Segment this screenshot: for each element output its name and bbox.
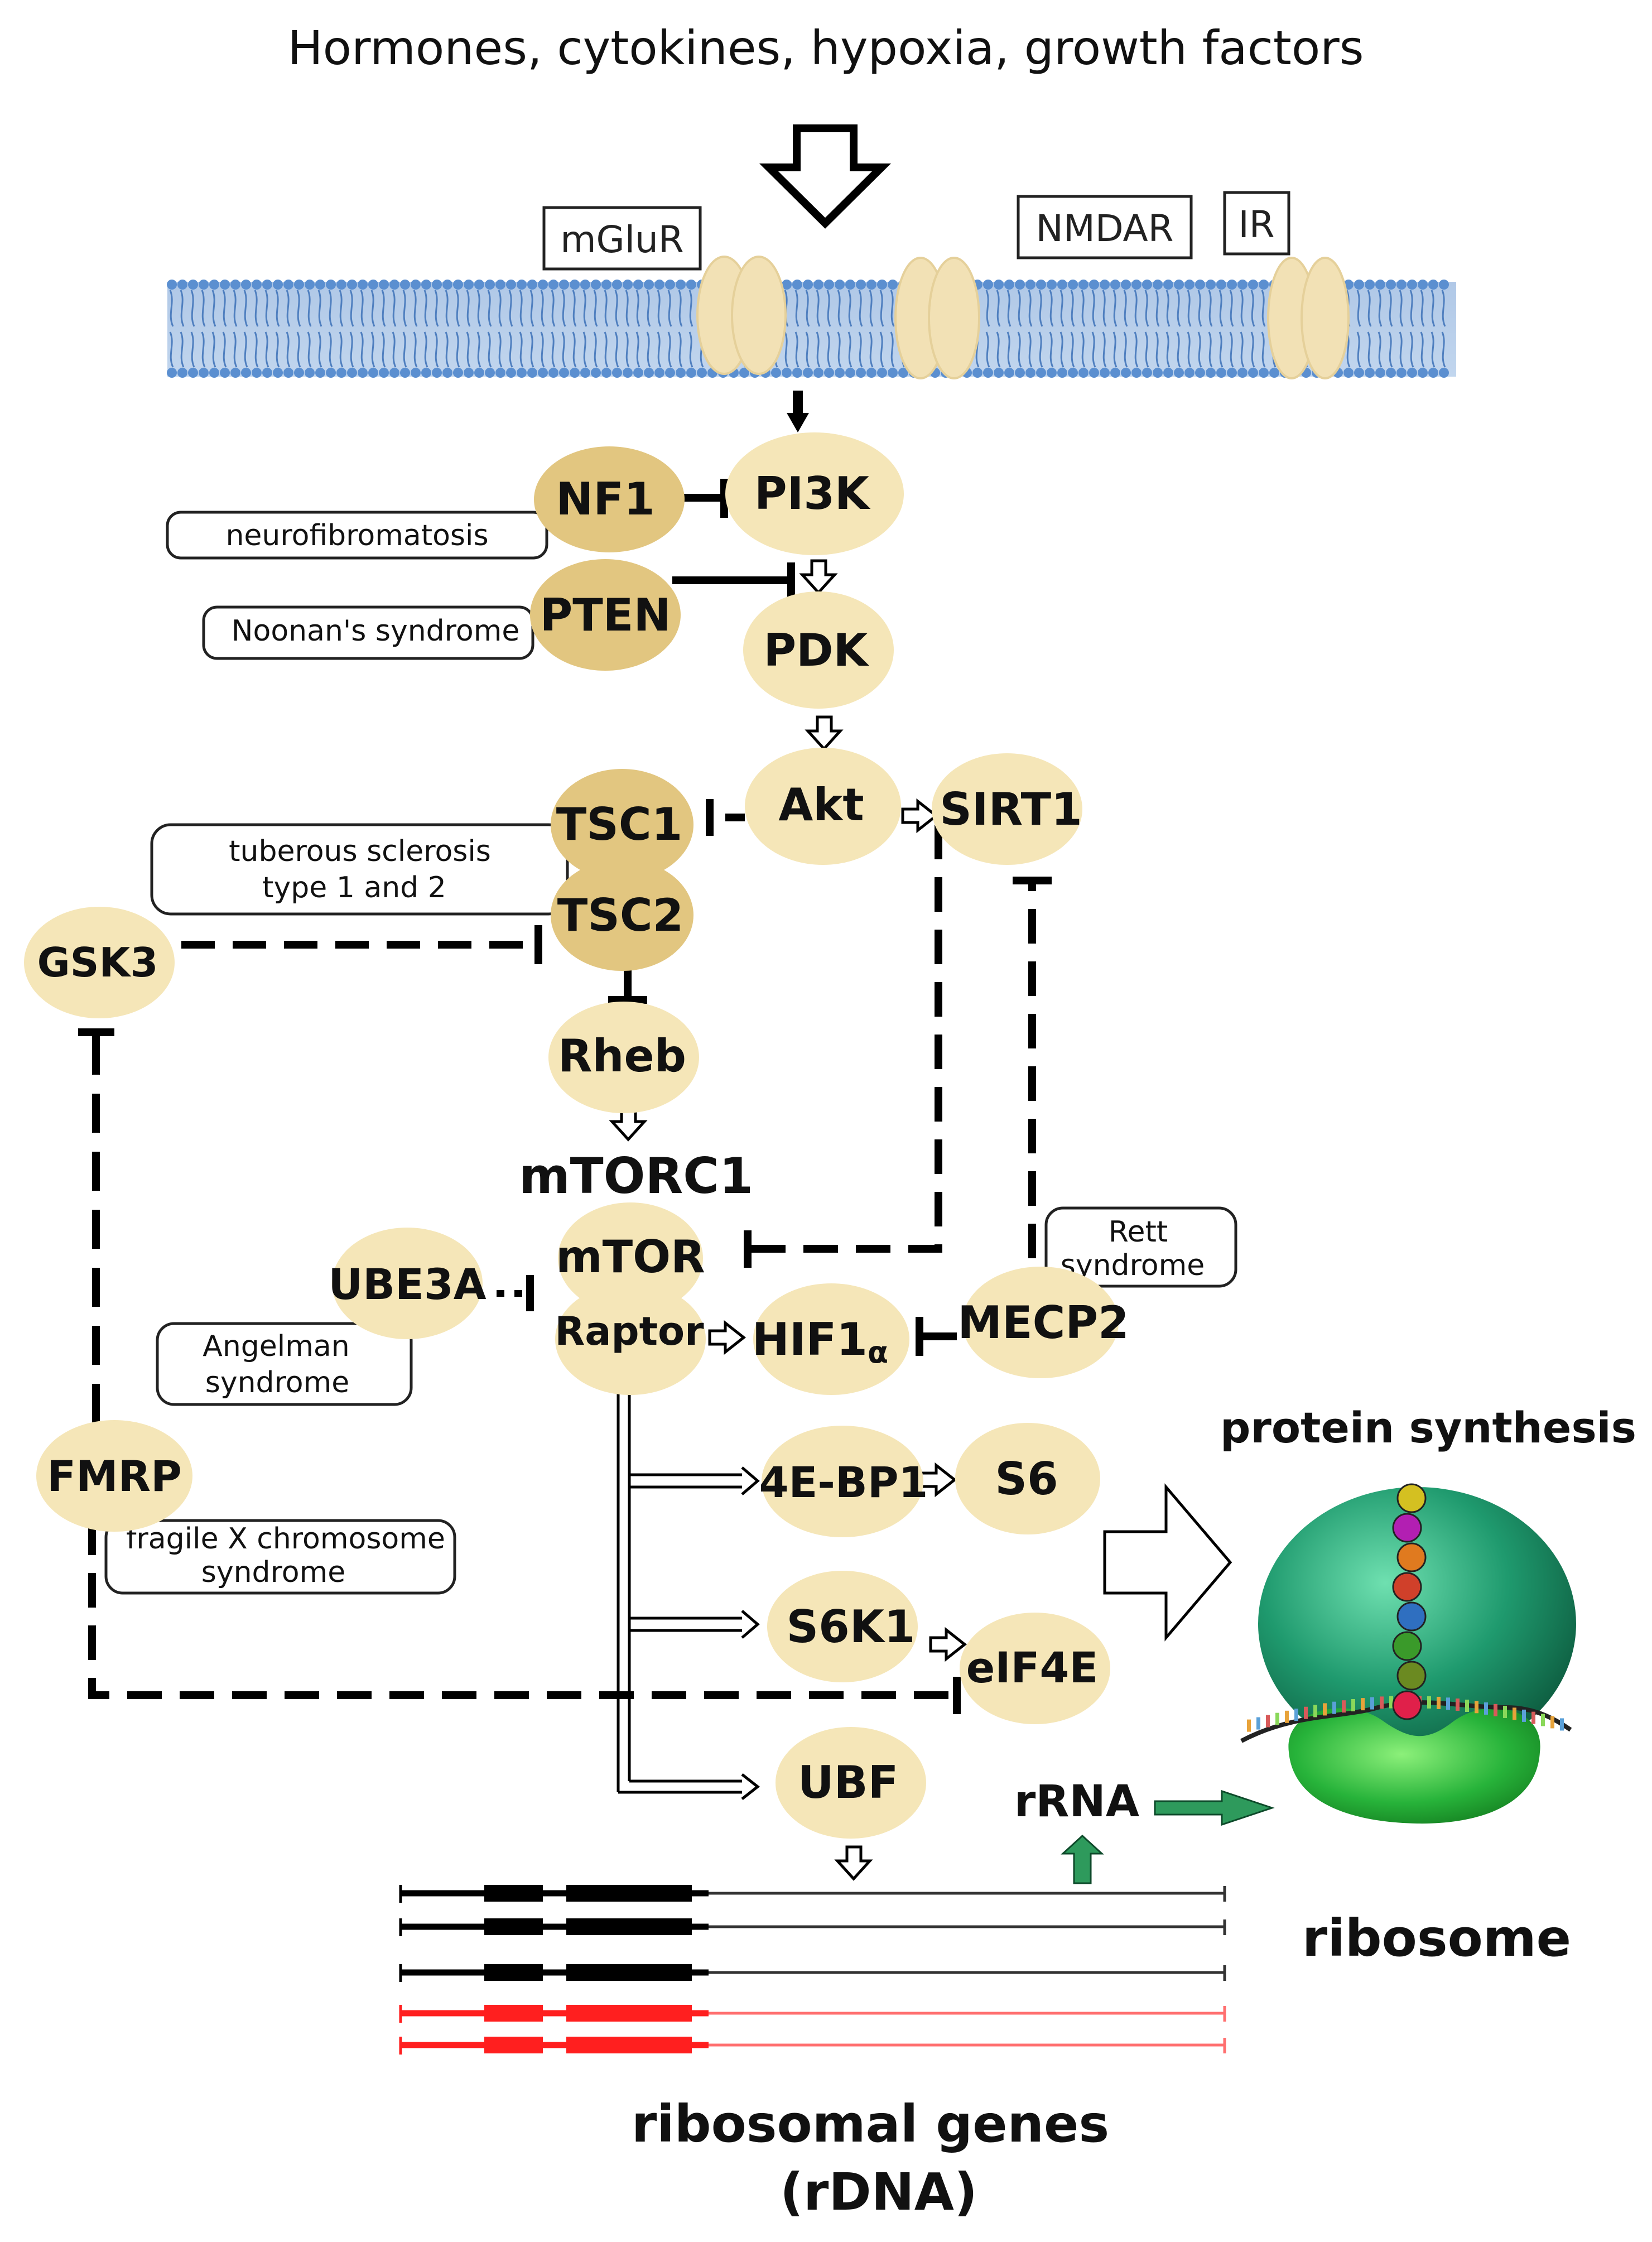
node-pten: PTEN <box>530 559 681 671</box>
svg-text:Rheb: Rheb <box>558 1030 686 1082</box>
svg-text:TSC2: TSC2 <box>557 889 684 941</box>
disease-angelman: Angelman syndrome <box>156 1322 413 1406</box>
cell-membrane <box>167 280 1456 378</box>
node-mtor: mTOR <box>556 1202 705 1314</box>
svg-text:Angelman: Angelman <box>203 1330 349 1363</box>
node-raptor: Raptor <box>555 1283 706 1395</box>
signals-title: Hormones, cytokines, hypoxia, growth fac… <box>287 21 1364 75</box>
svg-text:S6K1: S6K1 <box>787 1601 916 1653</box>
node-tsc1: TSC1 <box>551 769 693 881</box>
node-4ebp1: 4E-BP1 <box>759 1426 928 1537</box>
svg-text:neurofibromatosis: neurofibromatosis <box>225 519 488 552</box>
node-fmrp: FMRP <box>36 1420 192 1532</box>
protein-synthesis-label: protein synthesis <box>1220 1403 1636 1452</box>
node-ubf: UBF <box>776 1727 926 1839</box>
rrna-to-ribosome-arrow <box>1154 1789 1275 1826</box>
svg-text:TSC1: TSC1 <box>556 798 683 850</box>
rdna-label-line1: ribosomal genes <box>632 2094 1109 2154</box>
node-akt: Akt <box>745 748 901 865</box>
svg-text:PDK: PDK <box>763 624 869 676</box>
svg-text:PI3K: PI3K <box>754 468 871 519</box>
channel-protein-3 <box>1267 257 1350 379</box>
svg-text:HIF1α: HIF1α <box>752 1314 888 1370</box>
rrna-label: rRNA <box>1014 1777 1139 1827</box>
rdna-gene-3 <box>399 1964 1226 1982</box>
disease-noonan: Noonan's syndrome <box>202 605 534 660</box>
svg-text:UBE3A: UBE3A <box>328 1259 486 1309</box>
rdna-genes <box>399 1885 1226 2055</box>
disease-neurofibromatosis: neurofibromatosis <box>166 511 548 560</box>
node-tsc2: TSC2 <box>551 859 693 971</box>
svg-text:S6: S6 <box>995 1453 1058 1505</box>
node-rheb: Rheb <box>548 1002 699 1113</box>
rdna-gene-5-active <box>399 2037 1226 2055</box>
node-s6k1: S6K1 <box>767 1571 918 1682</box>
svg-text:4E-BP1: 4E-BP1 <box>759 1457 928 1507</box>
svg-text:Raptor: Raptor <box>555 1308 704 1354</box>
channel-protein-2 <box>894 257 980 379</box>
svg-text:MECP2: MECP2 <box>957 1297 1129 1349</box>
node-hif1a: HIF1α <box>752 1283 909 1395</box>
disease-fragile-x: fragile X chromosome syndrome <box>104 1519 456 1595</box>
mrna-strand <box>1240 1700 1572 1743</box>
node-mecp2: MECP2 <box>957 1267 1129 1378</box>
node-s6: S6 <box>955 1423 1100 1534</box>
svg-text:eIF4E: eIF4E <box>966 1643 1099 1692</box>
svg-text:type 1 and 2: type 1 and 2 <box>262 871 446 905</box>
receptor-nmdar: NMDAR <box>1017 195 1193 259</box>
signal-arrow <box>759 124 892 229</box>
channel-protein-1 <box>696 256 787 375</box>
svg-text:tuberous sclerosis: tuberous sclerosis <box>229 835 491 868</box>
svg-text:IR: IR <box>1238 203 1274 246</box>
rrna-up-arrow <box>1061 1834 1104 1884</box>
node-pi3k: PI3K <box>725 432 904 555</box>
node-pdk: PDK <box>743 591 894 709</box>
node-eif4e: eIF4E <box>960 1613 1110 1724</box>
node-nf1: NF1 <box>534 446 685 552</box>
rdna-label-line2: (rDNA) <box>780 2162 977 2222</box>
small-hollow-arrows <box>609 559 967 1881</box>
svg-text:GSK3: GSK3 <box>37 939 158 986</box>
ribosome-small-subunit <box>1288 1708 1540 1824</box>
rdna-gene-2 <box>399 1918 1226 1936</box>
svg-text:Noonan's syndrome: Noonan's syndrome <box>232 614 520 648</box>
node-sirt1: SIRT1 <box>932 753 1082 865</box>
pathway-connectors <box>78 479 1052 1714</box>
complex-mtorc1-label: mTORC1 <box>519 1147 753 1205</box>
ribosome-label: ribosome <box>1302 1908 1571 1968</box>
rdna-gene-4-active <box>399 2005 1226 2023</box>
svg-text:NF1: NF1 <box>556 473 654 525</box>
svg-text:Akt: Akt <box>778 779 864 831</box>
svg-text:mTOR: mTOR <box>556 1231 705 1283</box>
raptor-fanout <box>617 1381 760 1800</box>
protein-synthesis-arrow <box>1103 1483 1232 1642</box>
svg-text:UBF: UBF <box>798 1757 899 1808</box>
disease-tuberous-sclerosis: tuberous sclerosis type 1 and 2 <box>150 823 569 916</box>
svg-text:syndrome: syndrome <box>201 1556 346 1589</box>
svg-text:NMDAR: NMDAR <box>1036 207 1174 250</box>
membrane-to-pi3k-arrow <box>787 391 809 432</box>
node-ube3a: UBE3A <box>328 1228 487 1339</box>
svg-text:mGluR: mGluR <box>560 218 683 261</box>
rdna-gene-1 <box>399 1885 1226 1903</box>
svg-text:PTEN: PTEN <box>540 589 671 641</box>
ribosome-illustration <box>1240 1483 1576 1824</box>
svg-text:FMRP: FMRP <box>47 1451 182 1501</box>
receptor-ir: IR <box>1223 191 1290 256</box>
svg-text:Rett: Rett <box>1109 1215 1168 1249</box>
svg-text:fragile X chromosome: fragile X chromosome <box>126 1522 445 1556</box>
svg-text:SIRT1: SIRT1 <box>940 783 1082 835</box>
svg-text:syndrome: syndrome <box>205 1366 350 1399</box>
receptor-mglur: mGluR <box>542 206 702 271</box>
node-gsk3: GSK3 <box>24 907 175 1018</box>
